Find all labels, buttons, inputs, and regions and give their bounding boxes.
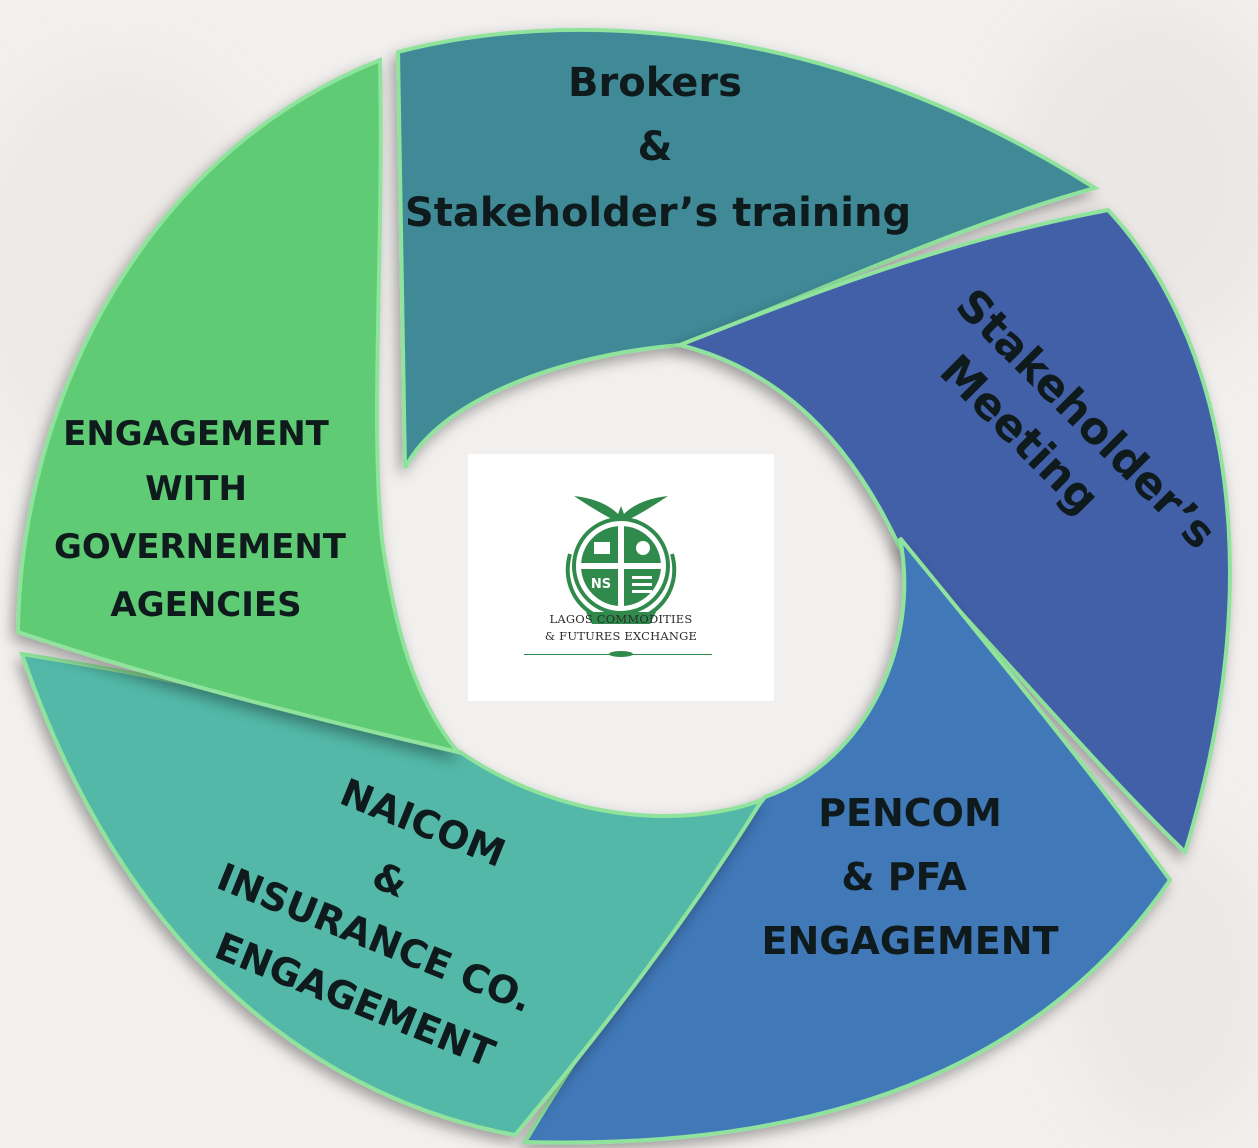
logo-ornament-icon [609,651,633,657]
label-brokers-line: Stakeholder’s training [405,190,911,236]
segment-naicom [19,651,767,1138]
lcfe-logo-card: NS LAGOS COMMODITIES & FUTURES EXCHANGE [468,454,774,701]
label-pencom-line: PENCOM [818,791,1002,835]
label-pencom: PENCOM & PFA ENGAGEMENT [761,791,1058,963]
label-brokers-line: Brokers [568,60,742,106]
segment-government [15,57,464,756]
label-brokers-line: & [638,124,673,170]
label-government: ENGAGEMENT WITH GOVERNEMENT AGENCIES [54,414,347,625]
label-government-line: ENGAGEMENT [63,414,330,454]
label-pencom-line: & PFA [841,855,967,899]
lcfe-crest-icon: NS [565,496,677,624]
label-government-line: GOVERNEMENT [54,527,347,567]
label-government-line: WITH [145,469,247,509]
svg-text:NS: NS [591,577,611,592]
segment-stakeholders-meeting [673,207,1232,856]
segment-pencom [521,536,1173,1145]
label-pencom-line: ENGAGEMENT [761,919,1058,963]
label-brokers: Brokers & Stakeholder’s training [405,60,911,236]
logo-name-line1: LAGOS COMMODITIES [549,612,693,626]
segment-brokers [395,27,1100,469]
label-government-line: AGENCIES [110,585,301,625]
logo-name-line2: & FUTURES EXCHANGE [544,629,698,643]
